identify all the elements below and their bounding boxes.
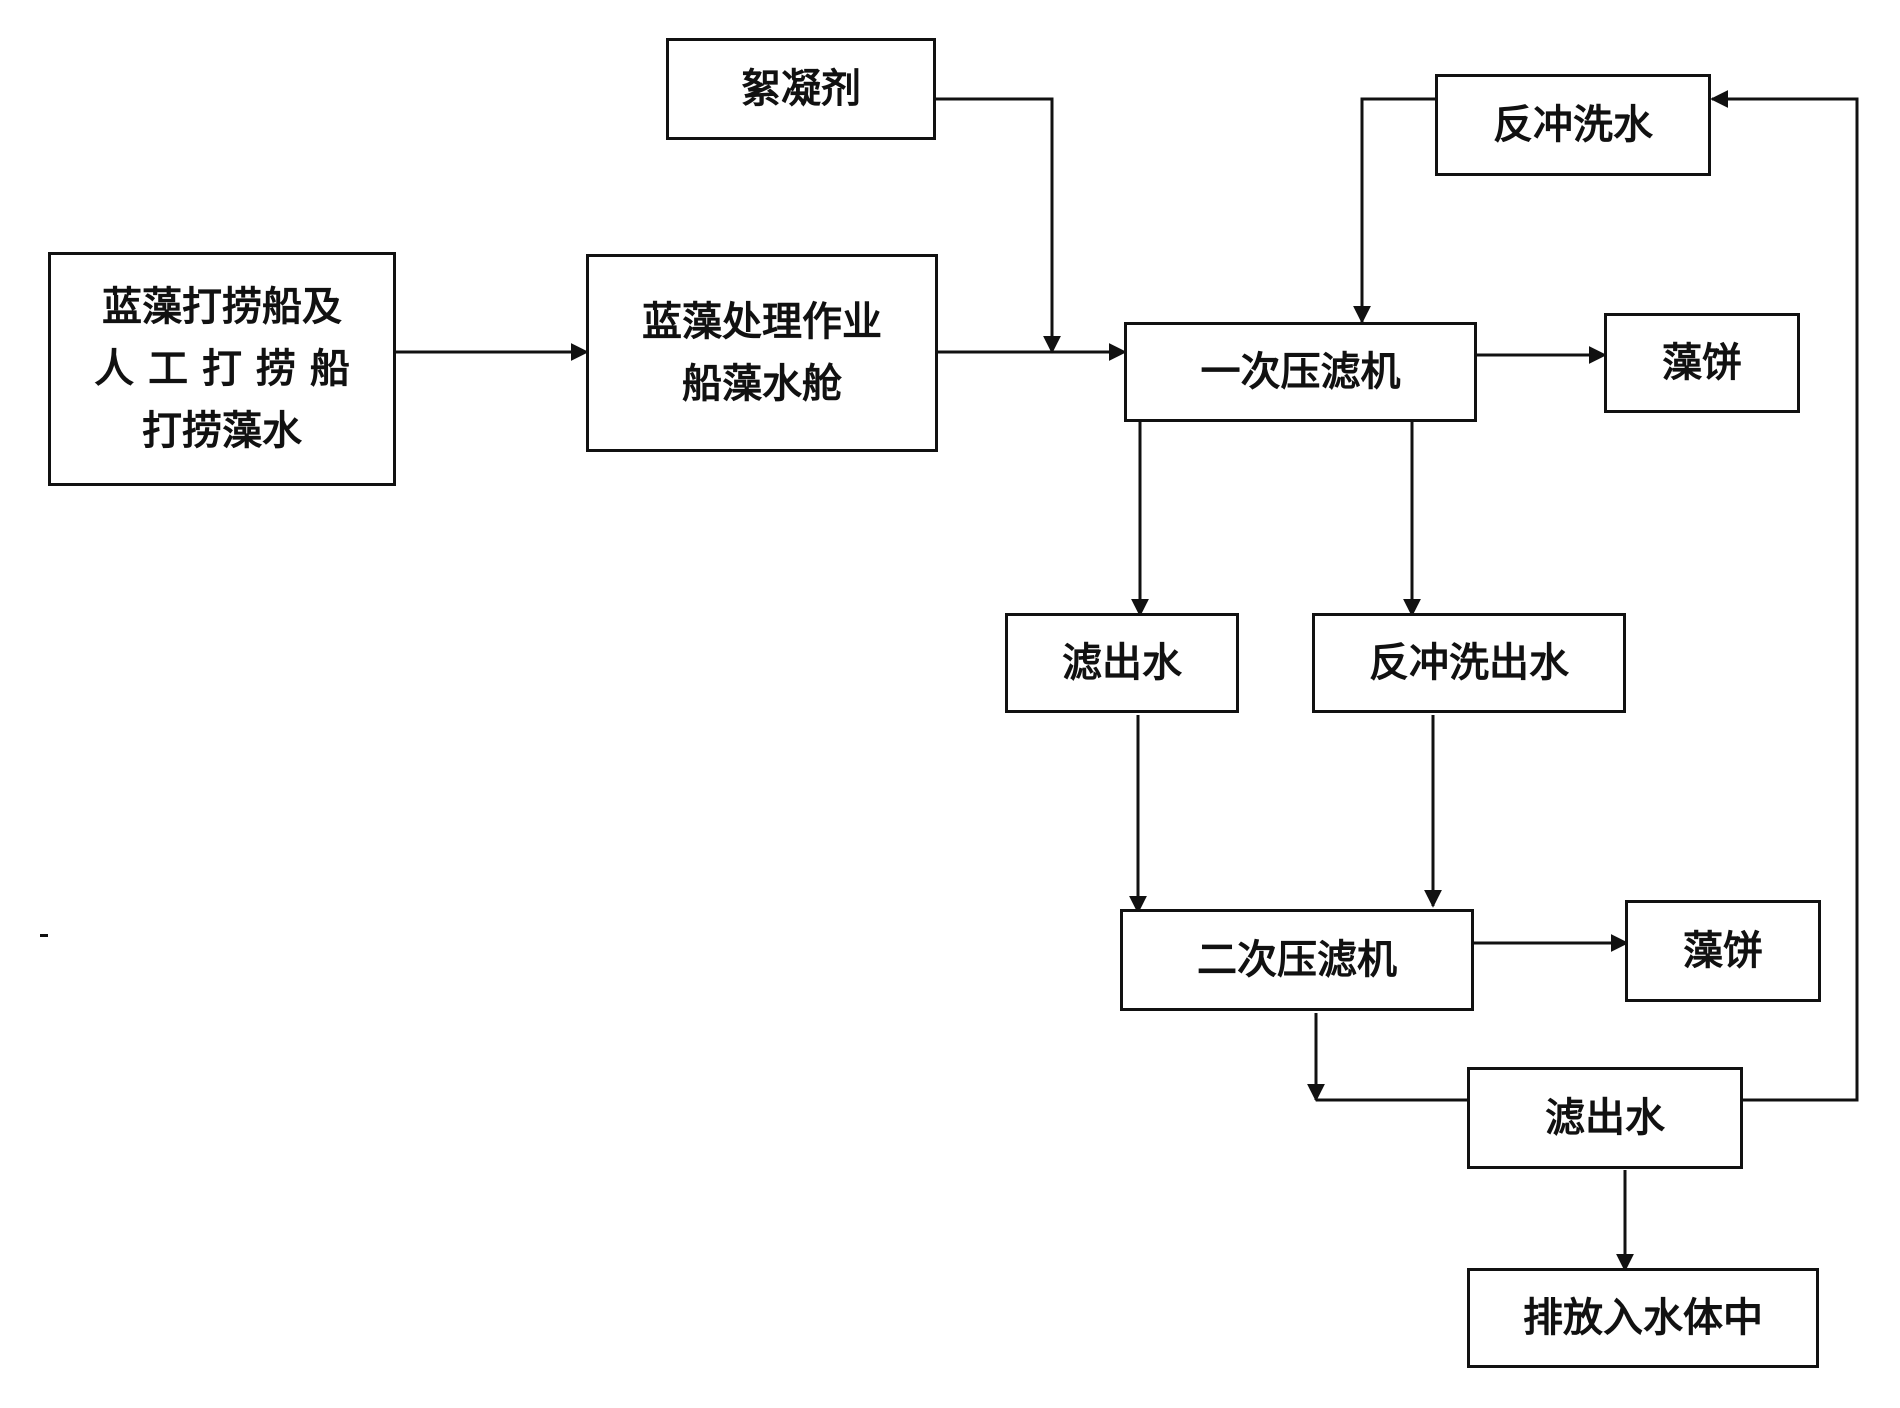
- arrow-filtrate2-recycle: [1710, 90, 1859, 1102]
- backwash-water-box: 反冲洗水: [1435, 74, 1711, 176]
- tank-line-1: 蓝藻处理作业: [642, 299, 882, 345]
- press2-box: 二次压滤机: [1120, 909, 1474, 1011]
- cake1-box: 藻饼: [1604, 313, 1800, 413]
- source-text: 蓝藻打捞船及 人 工 打 捞 船 打捞藻水: [94, 276, 350, 462]
- backwash-water-label: 反冲洗水: [1493, 102, 1653, 148]
- discharge-box: 排放入水体中: [1467, 1268, 1819, 1368]
- source-line-2: 人 工 打 捞 船: [94, 346, 350, 392]
- tank-line-2: 船藻水舱: [682, 361, 842, 407]
- backwash-out-box: 反冲洗出水: [1312, 613, 1626, 713]
- flocculant-label: 絮凝剂: [741, 66, 861, 112]
- tank-text: 蓝藻处理作业 船藻水舱: [642, 291, 882, 415]
- cake2-label: 藻饼: [1683, 928, 1763, 974]
- backwash-out-label: 反冲洗出水: [1369, 640, 1569, 686]
- cake1-label: 藻饼: [1662, 340, 1742, 386]
- discharge-label: 排放入水体中: [1523, 1295, 1763, 1341]
- filtrate1-label: 滤出水: [1062, 640, 1182, 686]
- tank-box: 蓝藻处理作业 船藻水舱: [586, 254, 938, 452]
- filtrate1-box: 滤出水: [1005, 613, 1239, 713]
- stray-mark: [40, 934, 48, 937]
- arrow-backwash-to-press1: [1353, 97, 1435, 324]
- filtrate2-box: 滤出水: [1467, 1067, 1743, 1169]
- press2-label: 二次压滤机: [1197, 937, 1397, 983]
- arrow-flocculant-to-main: [935, 97, 1061, 354]
- source-line-3: 打捞藻水: [141, 408, 302, 454]
- press1-label: 一次压滤机: [1200, 349, 1401, 395]
- press1-box: 一次压滤机: [1124, 322, 1477, 422]
- filtrate2-label: 滤出水: [1545, 1095, 1665, 1141]
- source-box: 蓝藻打捞船及 人 工 打 捞 船 打捞藻水: [48, 252, 396, 486]
- flocculant-box: 絮凝剂: [666, 38, 936, 140]
- source-line-1: 蓝藻打捞船及: [101, 284, 342, 330]
- cake2-box: 藻饼: [1625, 900, 1821, 1002]
